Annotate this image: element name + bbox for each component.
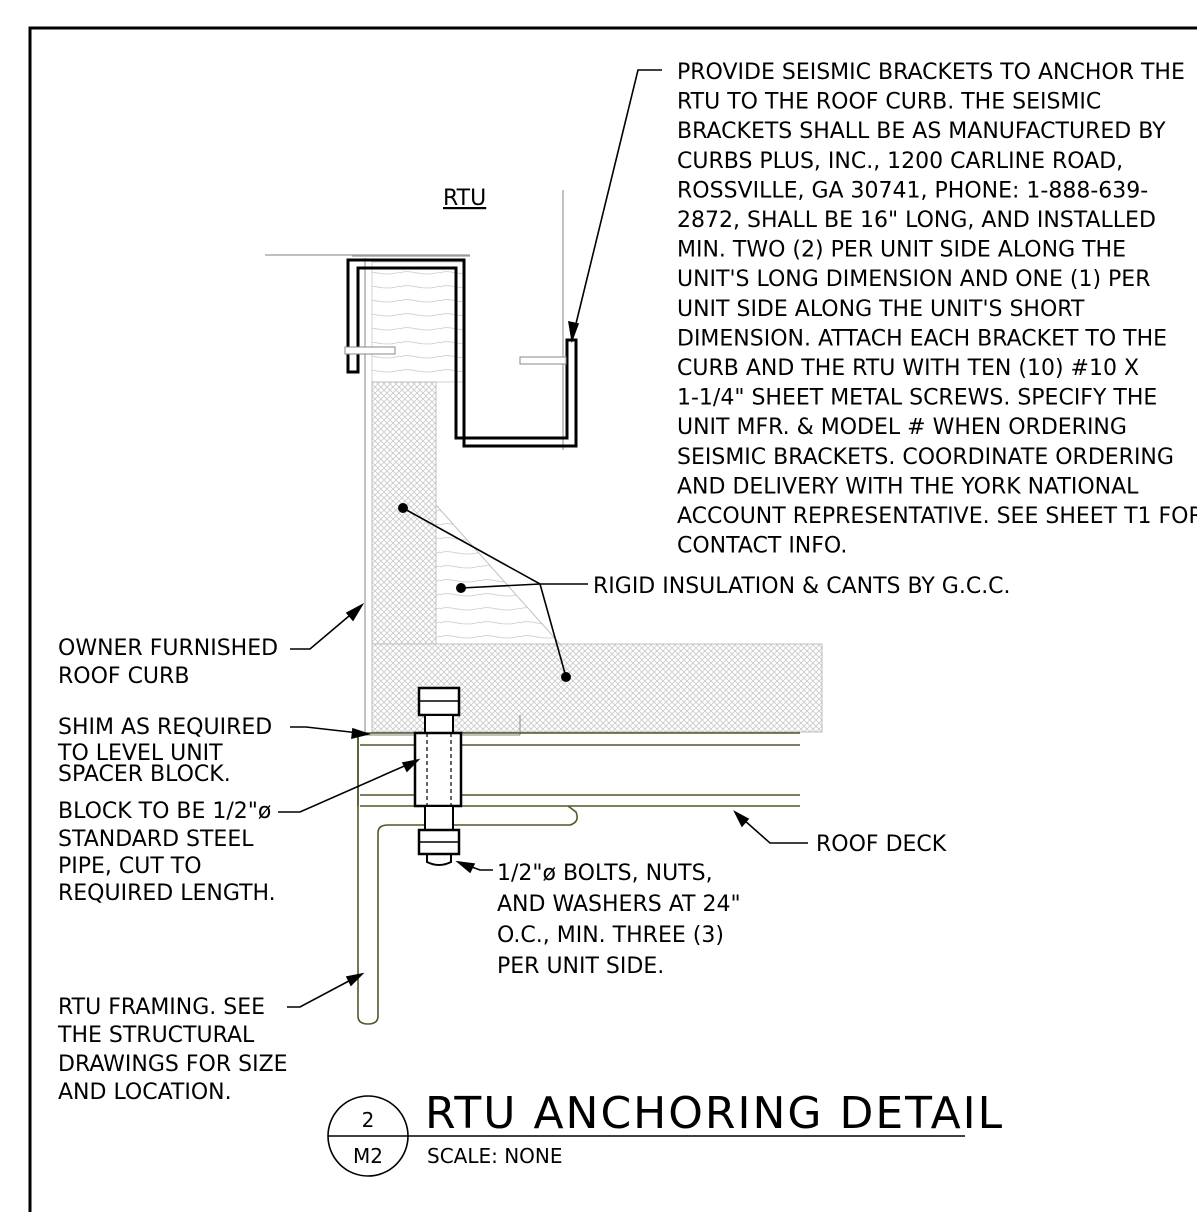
- seismic-note-line: ACCOUNT REPRESENTATIVE. SEE SHEET T1 FOR: [677, 504, 1197, 529]
- seismic-note-line: RTU TO THE ROOF CURB. THE SEISMIC: [677, 90, 1101, 115]
- seismic-note-line: SEISMIC BRACKETS. COORDINATE ORDERING: [677, 445, 1174, 470]
- screw-right: [519, 356, 567, 365]
- rtu-label: RTU: [443, 186, 486, 211]
- seismic-note-line: UNIT'S LONG DIMENSION AND ONE (1) PER: [677, 267, 1150, 292]
- roof-curb-note-line: ROOF CURB: [58, 664, 189, 689]
- seismic-note-line: BRACKETS SHALL BE AS MANUFACTURED BY: [677, 119, 1166, 144]
- roof-curb-note-line: OWNER FURNISHED: [58, 636, 278, 661]
- detail-scale: SCALE: NONE: [427, 1144, 563, 1168]
- spacer-note-line: SPACER BLOCK.: [58, 762, 231, 787]
- spacer-note-line: REQUIRED LENGTH.: [58, 881, 276, 906]
- bolts-note-line: AND WASHERS AT 24": [497, 892, 741, 917]
- seismic-note-line: DIMENSION. ATTACH EACH BRACKET TO THE: [677, 326, 1167, 351]
- curb-insulation: [371, 381, 437, 645]
- spacer-note-line: STANDARD STEEL: [58, 827, 254, 852]
- bolts-note-line: O.C., MIN. THREE (3): [497, 923, 724, 948]
- framing-note-line: DRAWINGS FOR SIZE: [58, 1052, 288, 1077]
- spacer-note-line: BLOCK TO BE 1/2"ø: [58, 799, 271, 824]
- seismic-note-line: CURB AND THE RTU WITH TEN (10) #10 X: [677, 356, 1139, 381]
- bolts-note-line: 1/2"ø BOLTS, NUTS,: [497, 861, 713, 886]
- bolts-note-line: PER UNIT SIDE.: [497, 954, 664, 979]
- shim-note-line: TO LEVEL UNIT: [57, 741, 223, 766]
- rtu-framing-angle: [357, 733, 578, 1025]
- insulation-note: RIGID INSULATION & CANTS BY G.C.C.: [593, 574, 1011, 599]
- framing-note-line: AND LOCATION.: [58, 1080, 232, 1105]
- framing-note-line: RTU FRAMING. SEE: [58, 995, 265, 1020]
- seismic-note-line: UNIT SIDE ALONG THE UNIT'S SHORT: [677, 297, 1085, 322]
- screw-left: [344, 346, 396, 355]
- seismic-note-line: PROVIDE SEISMIC BRACKETS TO ANCHOR THE: [677, 60, 1185, 85]
- detail-sheet-ref: M2: [353, 1144, 383, 1168]
- spacer-pipe: [413, 731, 463, 808]
- seismic-note-line: MIN. TWO (2) PER UNIT SIDE ALONG THE: [677, 238, 1126, 263]
- seismic-note-line: CONTACT INFO.: [677, 534, 847, 559]
- seismic-note-line: CURBS PLUS, INC., 1200 CARLINE ROAD,: [677, 149, 1123, 174]
- wood-nailer: [371, 261, 465, 383]
- cant-strip: [435, 503, 562, 645]
- detail-number: 2: [362, 1108, 375, 1132]
- leader-lines: [278, 69, 808, 1008]
- spacer-block-note: SPACER BLOCK. BLOCK TO BE 1/2"ø STANDARD…: [58, 762, 276, 906]
- detail-title: RTU ANCHORING DETAIL: [425, 1088, 1004, 1139]
- shim-note: SHIM AS REQUIRED TO LEVEL UNIT: [57, 715, 272, 766]
- roof-deck-note: ROOF DECK: [816, 832, 947, 857]
- seismic-note-line: AND DELIVERY WITH THE YORK NATIONAL: [677, 474, 1139, 499]
- seismic-note-line: 2872, SHALL BE 16" LONG, AND INSTALLED: [677, 208, 1156, 233]
- bolts-note: 1/2"ø BOLTS, NUTS, AND WASHERS AT 24" O.…: [497, 861, 741, 979]
- shim-note-line: SHIM AS REQUIRED: [58, 715, 272, 740]
- framing-note: RTU FRAMING. SEE THE STRUCTURAL DRAWINGS…: [57, 995, 288, 1105]
- spacer-note-line: PIPE, CUT TO: [58, 854, 202, 879]
- rtu-base-rail: [346, 258, 578, 448]
- seismic-note-line: ROSSVILLE, GA 30741, PHONE: 1-888-639-: [677, 178, 1148, 203]
- sheet-border: [28, 26, 1197, 1212]
- seismic-note-line: UNIT MFR. & MODEL # WHEN ORDERING: [677, 415, 1127, 440]
- framing-note-line: THE STRUCTURAL: [57, 1023, 255, 1048]
- detail-geometry: [265, 190, 823, 1025]
- seismic-bracket-note: PROVIDE SEISMIC BRACKETS TO ANCHOR THE RT…: [677, 60, 1197, 559]
- detail-title-block: 2 M2 RTU ANCHORING DETAIL SCALE: NONE: [327, 1088, 1004, 1177]
- roof-curb-note: OWNER FURNISHED ROOF CURB: [58, 636, 278, 689]
- seismic-note-line: 1-1/4" SHEET METAL SCREWS. SPECIFY THE: [677, 386, 1157, 411]
